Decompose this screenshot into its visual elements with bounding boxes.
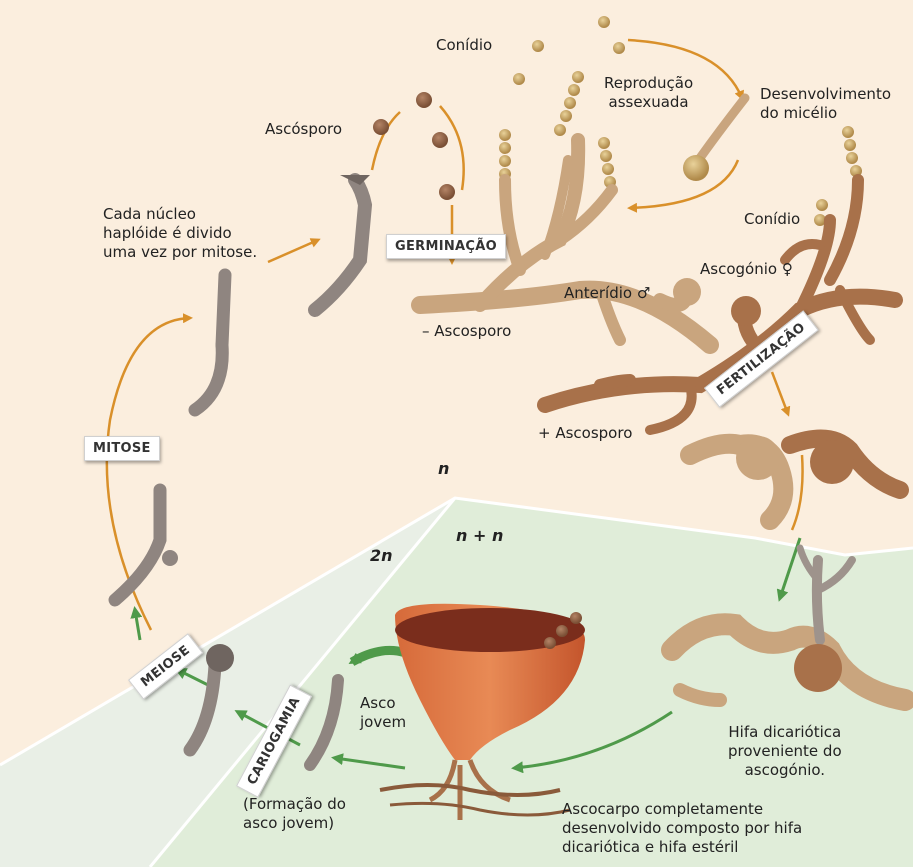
label-conidio-top: Conídio [436, 36, 492, 55]
label-conidio-right: Conídio [744, 210, 800, 229]
zone-label-haploid: n [438, 459, 449, 478]
label-ascocarpo: Ascocarpo completamente desenvolvido com… [562, 800, 802, 857]
label-asco-jovem: Asco jovem [360, 694, 406, 732]
label-minus-ascosporo: – Ascosporo [422, 322, 511, 341]
label-desenvolvimento-micelio: Desenvolvimento do micélio [760, 85, 891, 123]
zone-label-diploid: 2n [370, 546, 393, 565]
label-formacao-asco: (Formação do asco jovem) [243, 795, 346, 833]
label-cada-nucleo: Cada núcleo haplóide é divido uma vez po… [103, 205, 257, 262]
label-ascogonio: Ascogónio ♀ [700, 260, 793, 279]
zone-label-dikaryotic: n + n [456, 526, 503, 545]
label-ascosporo: Ascósporo [265, 120, 342, 139]
label-hifa-dicariotica: Hifa dicariótica proveniente do ascogóni… [728, 723, 842, 780]
stage-germinacao: GERMINAÇÃO [386, 234, 506, 259]
label-anteridio: Anterídio ♂ [564, 284, 650, 303]
label-plus-ascosporo: + Ascosporo [538, 424, 632, 443]
stage-mitose: MITOSE [84, 436, 160, 461]
label-reproducao-assexuada: Reprodução assexuada [604, 74, 693, 112]
